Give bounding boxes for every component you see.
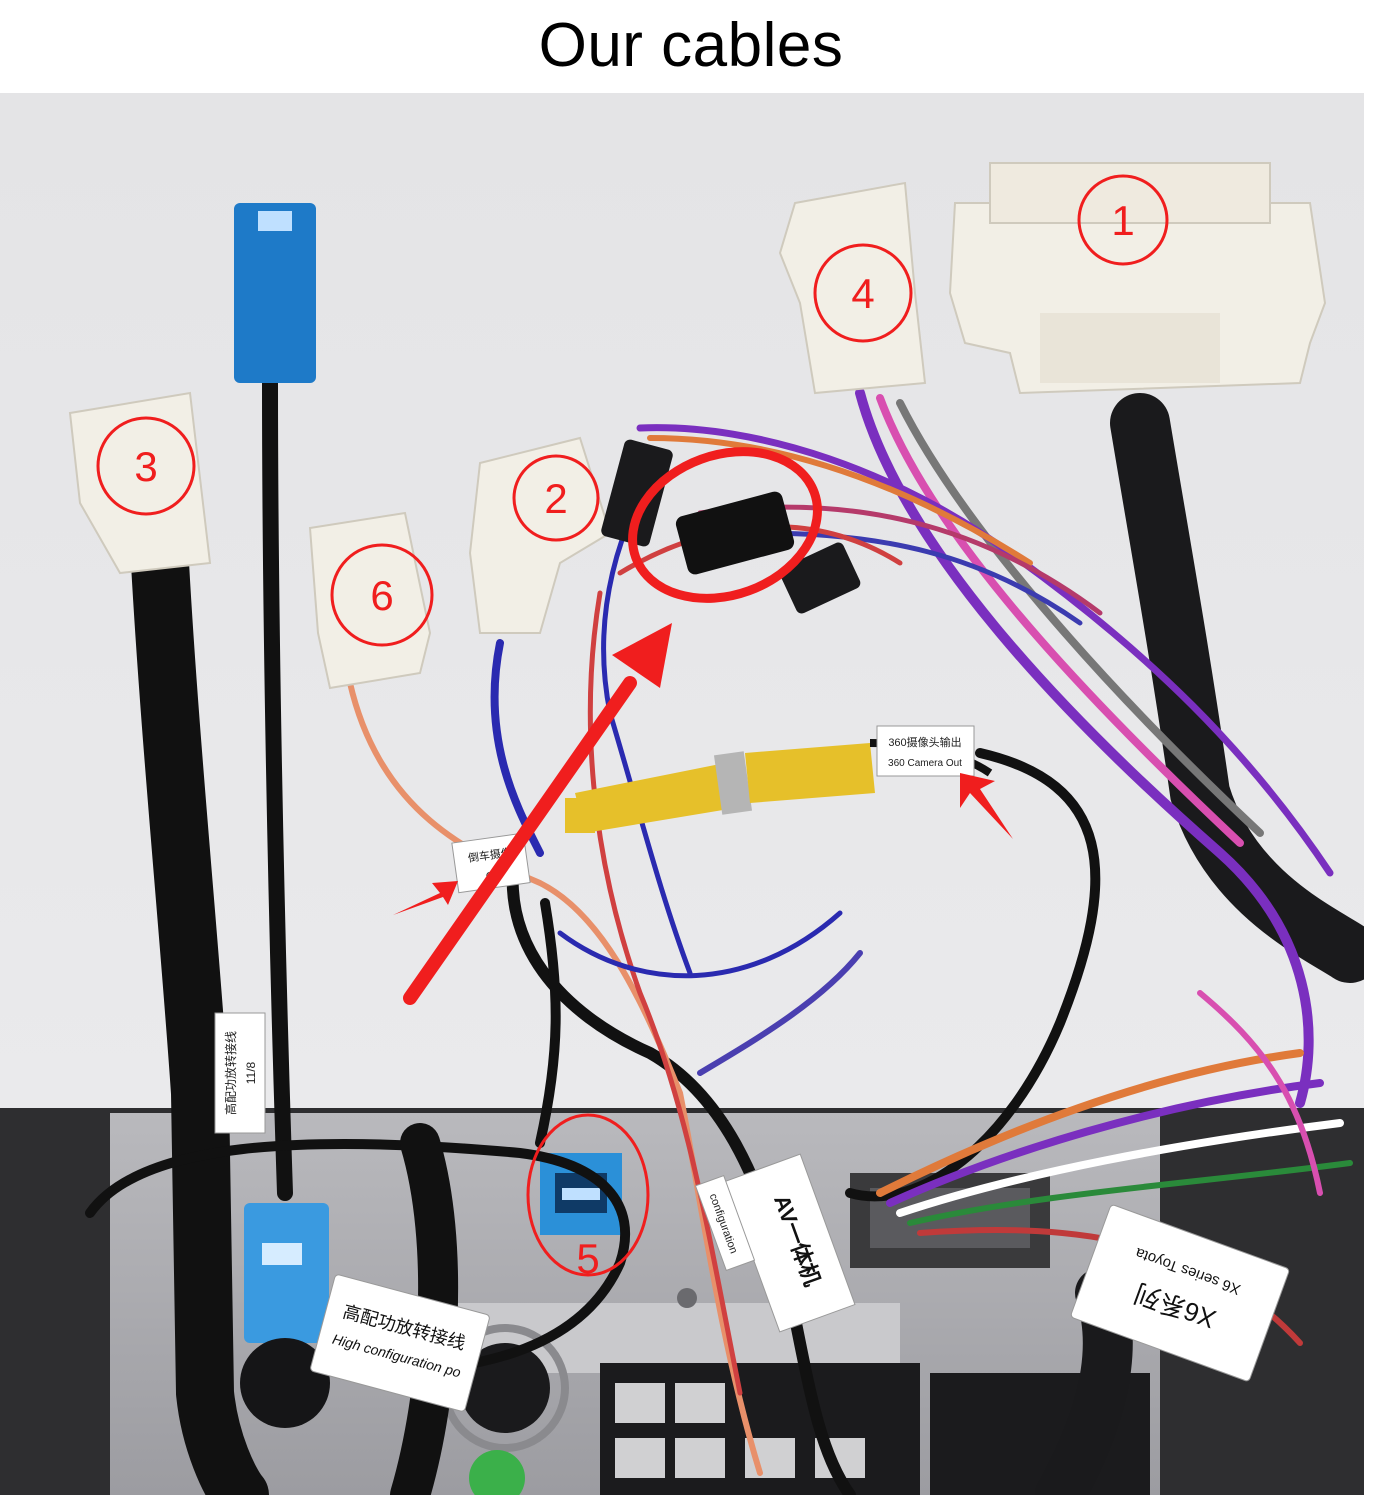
rca-yellow-connector: [565, 739, 993, 833]
tag-left-cn: 高配功放转接线: [223, 1031, 238, 1115]
tag-camera-out: 360摄像头输出 360 Camera Out: [876, 725, 975, 777]
callout-6: 6: [330, 543, 434, 647]
tag-config: configuration: [694, 1174, 756, 1272]
callout-4: 4: [813, 243, 913, 343]
tag-harness: X6系列 X6 series Toyota: [1070, 1204, 1290, 1382]
connector-1: [948, 162, 1327, 395]
tag-camera-cn: 360摄像头输出: [888, 735, 961, 749]
tag-left-cable: 高配功放转接线 11/8: [214, 1012, 266, 1134]
page-title: Our cables: [538, 10, 844, 80]
small-arrow-reverse: [393, 881, 458, 915]
blue-connector-top: [234, 203, 316, 383]
wire-bundle: [85, 375, 1364, 1495]
callout-2-label: 2: [544, 475, 567, 522]
callout-3: 3: [96, 416, 196, 516]
callout-4-label: 4: [851, 270, 874, 317]
callout-3-label: 3: [134, 443, 157, 490]
tag-camera-en: 360 Camera Out: [888, 758, 962, 769]
blue-connector-bottom: [240, 1203, 330, 1428]
connector-6: [308, 511, 432, 690]
tag-power: 高配功放转接线 High configuration po: [310, 1274, 490, 1412]
connector-3: [68, 391, 212, 575]
tag-av: AV一体机: [724, 1153, 856, 1333]
callout-5: 5: [526, 1113, 650, 1282]
connector-4: [778, 181, 927, 395]
tag-left-num: 11/8: [244, 1061, 258, 1084]
callout-6-label: 6: [370, 572, 393, 619]
highlight-ellipse: [628, 447, 822, 603]
cable-photo: 360摄像头输出 360 Camera Out 倒车摄像 CA 高配功放转接线 …: [0, 93, 1364, 1495]
callout-2: 2: [512, 454, 600, 542]
callout-1-label: 1: [1111, 197, 1134, 244]
callout-1: 1: [1077, 174, 1169, 266]
callout-5-label: 5: [576, 1235, 599, 1282]
big-red-arrow: [403, 623, 672, 1005]
small-arrow-camera: [960, 773, 1013, 839]
